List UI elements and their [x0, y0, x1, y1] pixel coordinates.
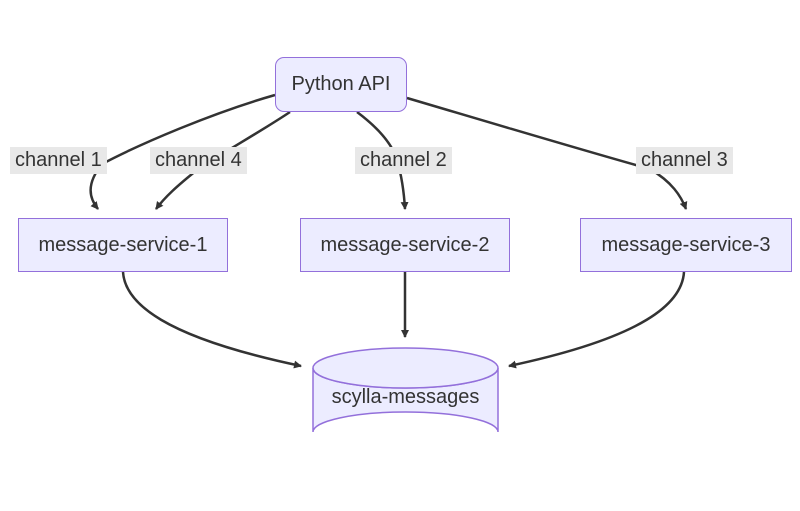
- node-message-service-3: message-service-3: [580, 218, 792, 272]
- edge-label-channel-3: channel 3: [636, 147, 733, 174]
- node-scylla-messages-label: scylla-messages: [331, 386, 480, 408]
- edge-label-channel-4: channel 4: [150, 147, 247, 174]
- edge-python-api-to-message-service-1-channel-1: [89, 93, 276, 210]
- node-python-api-label: Python API: [291, 73, 391, 95]
- node-message-service-1: message-service-1: [18, 218, 228, 272]
- edge-message-service-1-to-scylla-messages: [121, 271, 302, 369]
- edge-python-api-to-message-service-3-channel-3: [406, 96, 688, 210]
- edge-label-channel-1: channel 1: [10, 147, 107, 174]
- node-python-api: Python API: [275, 57, 407, 112]
- node-message-service-3-label: message-service-3: [601, 233, 771, 256]
- node-message-service-2: message-service-2: [300, 218, 510, 272]
- node-message-service-2-label: message-service-2: [320, 233, 490, 256]
- edge-message-service-3-to-scylla-messages: [508, 271, 686, 369]
- edge-label-channel-2: channel 2: [355, 147, 452, 174]
- database-cylinder-shape: [312, 347, 499, 433]
- node-message-service-1-label: message-service-1: [38, 233, 208, 256]
